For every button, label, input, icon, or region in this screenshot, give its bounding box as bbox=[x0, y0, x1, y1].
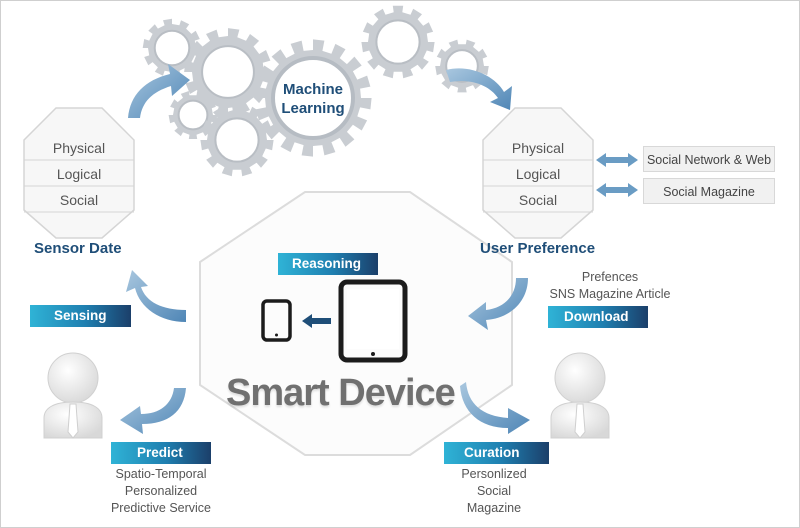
reasoning-tag: Reasoning bbox=[278, 253, 378, 275]
person-icon bbox=[550, 352, 610, 439]
curation-tag: Curation bbox=[444, 442, 549, 464]
machine-learning-circle bbox=[271, 56, 355, 140]
gear-icon bbox=[361, 5, 435, 79]
right-stack-item-physical: Physical bbox=[511, 140, 565, 156]
left-stack-item-logical: Logical bbox=[56, 166, 102, 182]
small-left-arrow-icon bbox=[302, 314, 331, 328]
predict-tag: Predict bbox=[111, 442, 211, 464]
social-magazine-box: Social Magazine bbox=[643, 178, 775, 204]
sensing-tag: Sensing bbox=[30, 305, 131, 327]
phone-icon bbox=[261, 299, 292, 342]
user-preference-title: User Preference bbox=[480, 240, 596, 257]
smart-device-title: Smart Device bbox=[226, 372, 456, 414]
download-desc-line1: Prefences bbox=[581, 270, 639, 284]
sensor-date-title: Sensor Date bbox=[34, 240, 122, 257]
tablet-icon bbox=[338, 279, 408, 363]
curved-arrow-icon bbox=[120, 64, 530, 434]
left-stack-item-social: Social bbox=[59, 192, 99, 208]
social-network-web-box: Social Network & Web bbox=[643, 146, 775, 172]
person-icon bbox=[43, 352, 103, 439]
right-stack-item-social: Social bbox=[518, 192, 558, 208]
curation-desc-line2: Social bbox=[476, 484, 512, 498]
right-stack-item-logical: Logical bbox=[515, 166, 561, 182]
curation-desc-line1: Personlized bbox=[461, 467, 527, 481]
gear-icon bbox=[200, 103, 274, 177]
download-desc-line2: SNS Magazine Article bbox=[549, 287, 671, 301]
machine-learning-line1: Machine bbox=[282, 81, 343, 98]
predict-desc-line2: Personalized bbox=[124, 484, 198, 498]
predict-desc-line3: Predictive Service bbox=[110, 501, 212, 515]
left-stack-shape bbox=[23, 107, 135, 239]
curation-description: Personlized Social Magazine bbox=[444, 466, 544, 517]
machine-learning-line2: Learning bbox=[281, 100, 345, 117]
left-stack-item-physical: Physical bbox=[52, 140, 106, 156]
curation-desc-line3: Magazine bbox=[466, 501, 522, 515]
right-stack-shape bbox=[482, 107, 594, 239]
predict-description: Spatio-Temporal Personalized Predictive … bbox=[96, 466, 226, 517]
gear-icon bbox=[184, 28, 272, 116]
download-tag: Download bbox=[548, 306, 648, 328]
download-description: Prefences SNS Magazine Article bbox=[520, 269, 700, 303]
double-arrow-icon bbox=[596, 153, 638, 197]
predict-desc-line1: Spatio-Temporal bbox=[115, 467, 207, 481]
machine-learning-label: Machine Learning bbox=[273, 80, 353, 118]
